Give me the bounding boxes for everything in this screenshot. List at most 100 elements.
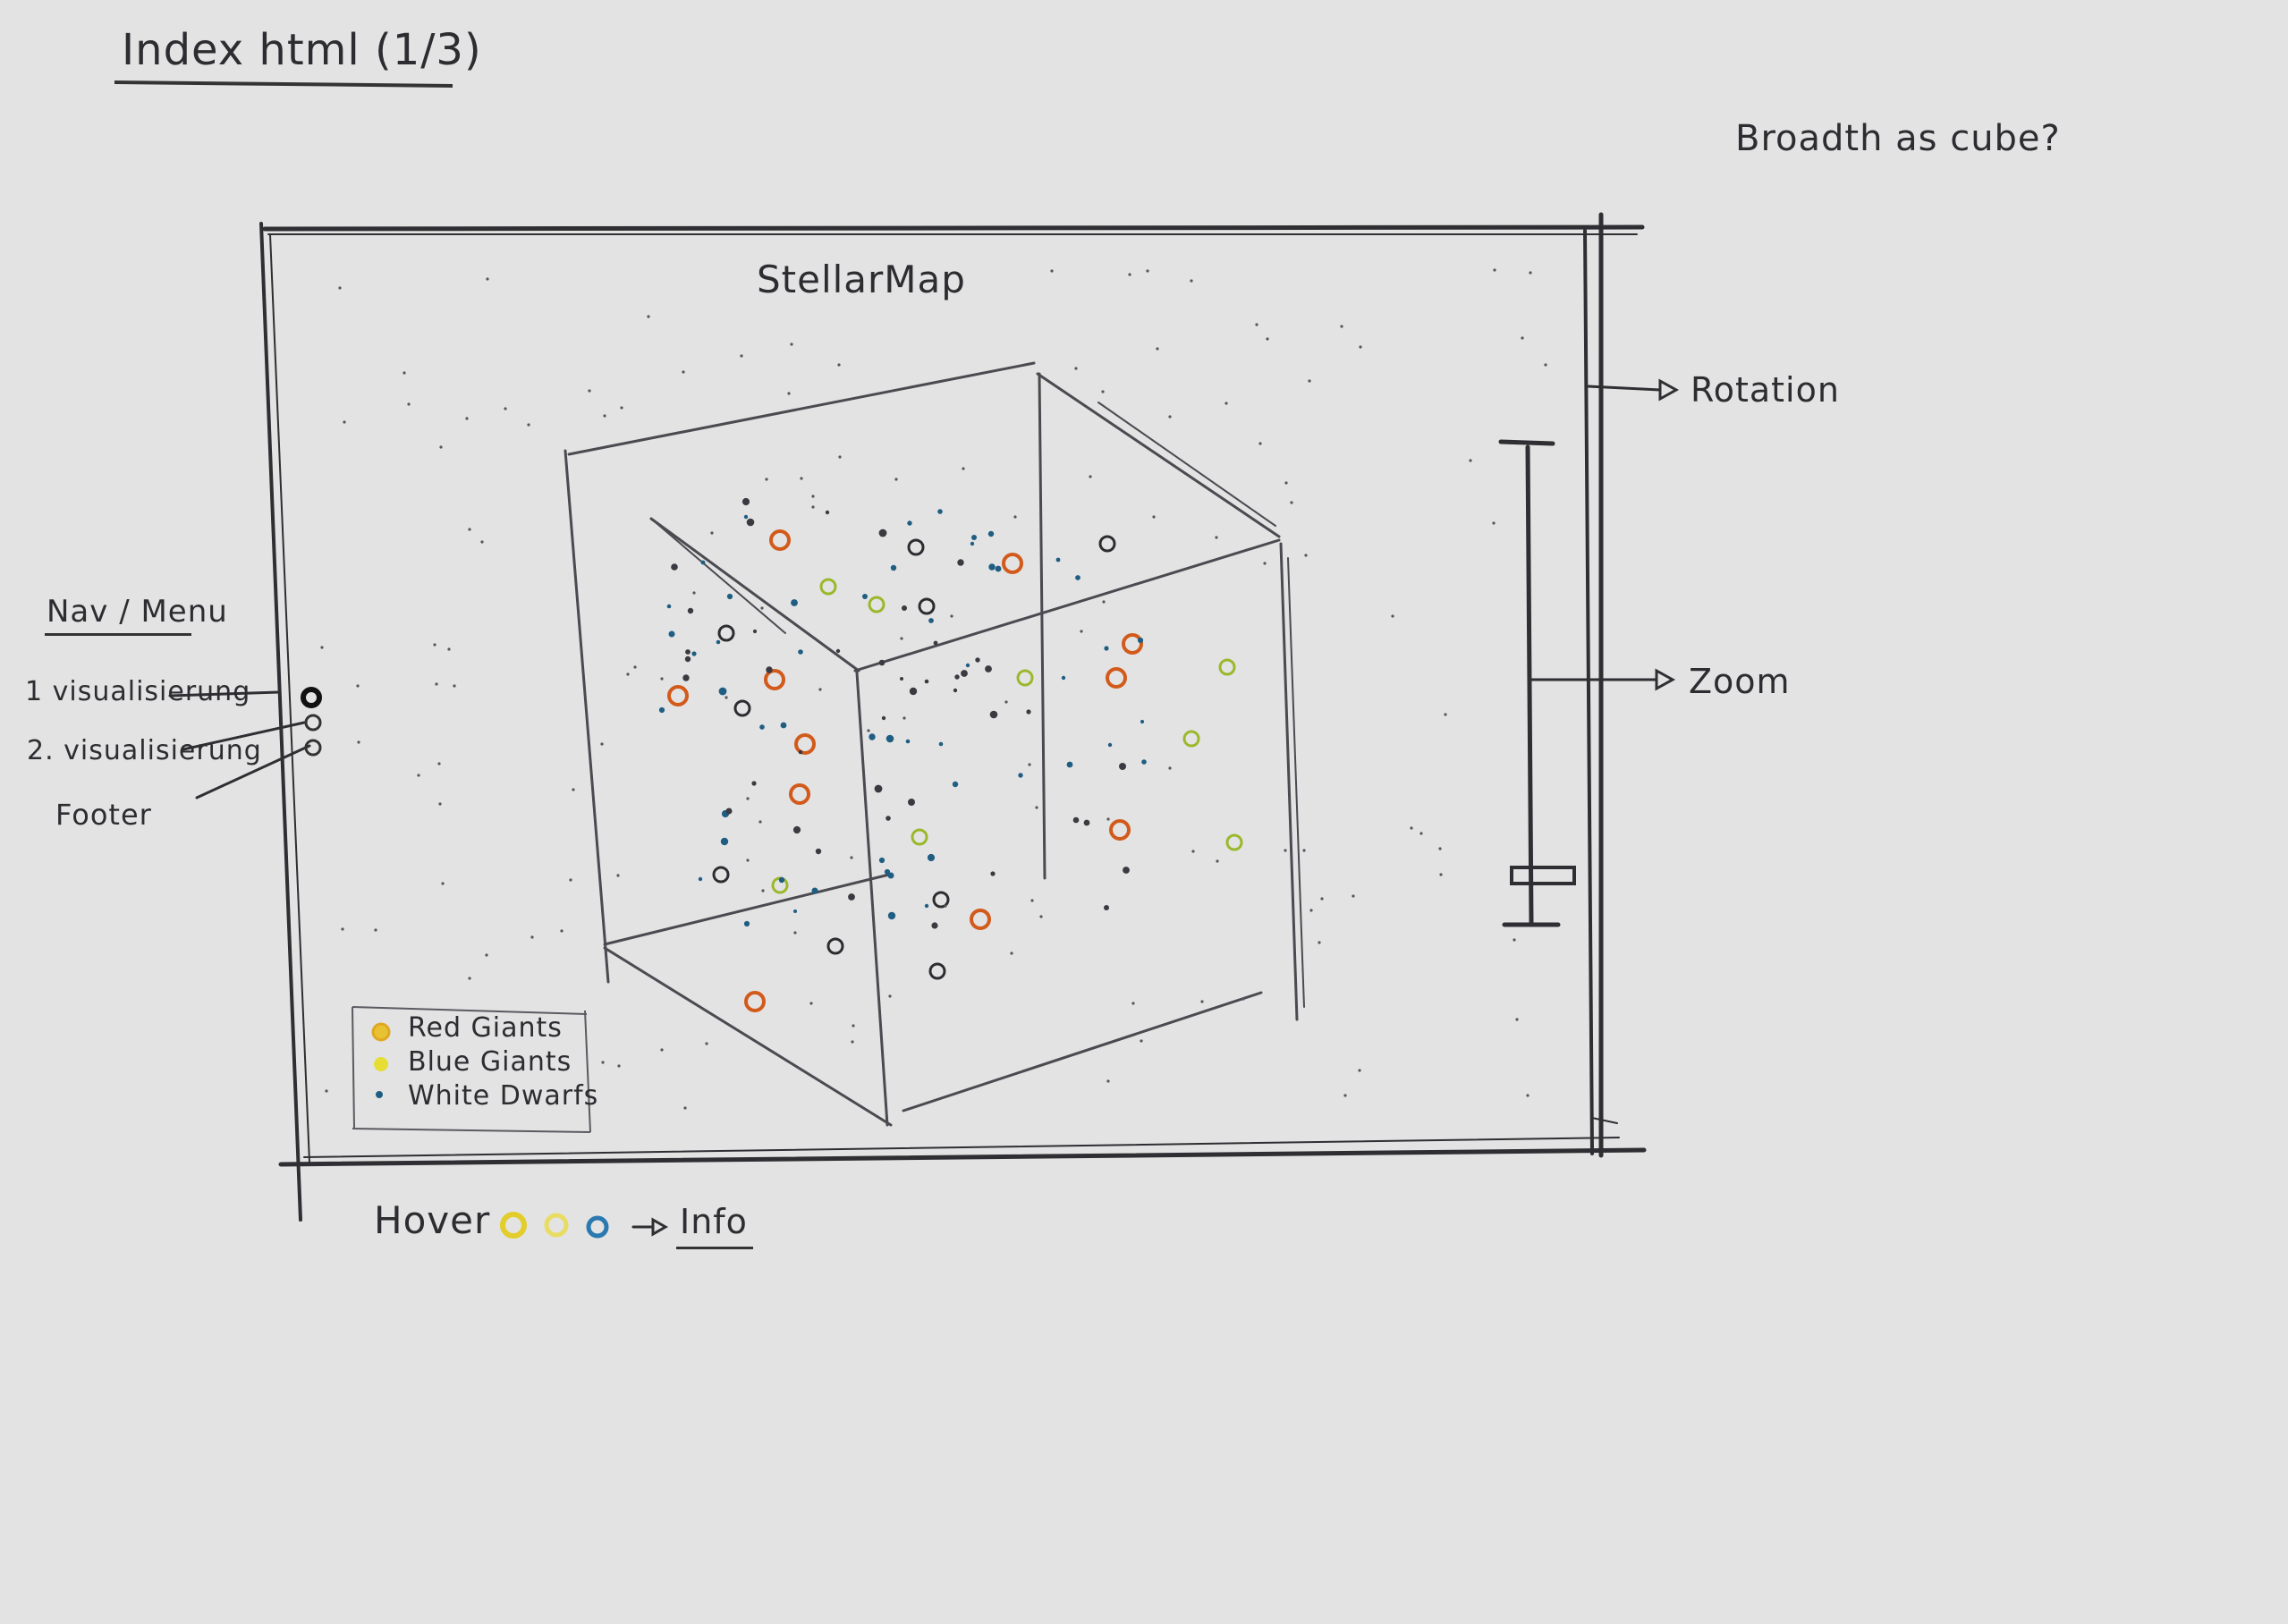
background-star bbox=[357, 740, 360, 744]
zoom-slider-sketch bbox=[1498, 439, 1576, 927]
hover-markers bbox=[500, 1212, 609, 1239]
star-marker bbox=[667, 685, 689, 706]
background-star bbox=[403, 371, 406, 375]
background-star bbox=[902, 716, 906, 720]
background-star bbox=[800, 477, 803, 480]
star-dot bbox=[995, 565, 1002, 572]
star-dot bbox=[971, 535, 977, 540]
star-marker bbox=[918, 597, 936, 615]
star-dot bbox=[716, 639, 721, 645]
star-dot bbox=[766, 666, 773, 673]
background-star bbox=[1284, 849, 1287, 852]
background-star bbox=[1190, 279, 1193, 283]
design-note: Broadth as cube? bbox=[1735, 118, 2061, 159]
star-dot bbox=[907, 520, 912, 526]
background-star bbox=[1050, 269, 1054, 273]
star-dot bbox=[953, 688, 958, 693]
star-dot bbox=[798, 649, 803, 655]
star-marker bbox=[1106, 667, 1127, 689]
star-dot bbox=[886, 734, 894, 743]
background-star bbox=[1004, 700, 1008, 704]
star-dot bbox=[668, 630, 675, 638]
star-dot bbox=[887, 872, 894, 879]
nav-menu-label: Nav / Menu bbox=[47, 594, 228, 630]
background-star bbox=[433, 643, 436, 647]
background-star bbox=[1320, 897, 1324, 901]
background-star bbox=[740, 354, 743, 358]
background-star bbox=[626, 672, 630, 676]
background-star bbox=[962, 467, 965, 470]
star-dot bbox=[1066, 761, 1073, 768]
background-star bbox=[725, 696, 728, 699]
star-dot bbox=[884, 868, 891, 875]
star-dot bbox=[778, 876, 785, 884]
background-star bbox=[1263, 562, 1267, 565]
background-star bbox=[1131, 1002, 1135, 1005]
background-star bbox=[617, 1064, 621, 1068]
star-dot bbox=[890, 564, 897, 571]
background-star bbox=[453, 684, 456, 688]
background-star bbox=[1101, 390, 1105, 393]
background-star bbox=[850, 856, 853, 859]
nav-item-footer[interactable]: Footer bbox=[55, 798, 152, 832]
star-marker bbox=[1002, 553, 1023, 574]
background-star bbox=[1266, 337, 1269, 341]
background-star bbox=[1318, 941, 1321, 944]
rotation-annotation: Rotation bbox=[1691, 370, 1840, 410]
background-star bbox=[435, 682, 438, 686]
star-dot bbox=[726, 593, 733, 600]
background-star bbox=[1515, 1018, 1519, 1021]
background-star bbox=[1469, 459, 1472, 462]
background-star bbox=[1241, 997, 1245, 1001]
star-dot bbox=[1055, 557, 1061, 562]
background-star bbox=[1419, 832, 1423, 835]
star-dot bbox=[725, 808, 733, 815]
star-marker bbox=[819, 578, 837, 596]
background-star bbox=[793, 931, 797, 935]
star-dot bbox=[900, 677, 903, 681]
background-star bbox=[944, 904, 947, 908]
star-dot bbox=[780, 722, 787, 729]
nav-item-visualisation-1[interactable]: 1 visualisierung bbox=[25, 676, 251, 707]
background-star bbox=[1444, 713, 1447, 716]
star-dot bbox=[1141, 759, 1147, 765]
star-marker bbox=[1122, 633, 1143, 655]
star-dot bbox=[752, 629, 758, 634]
star-cube bbox=[564, 361, 1305, 1127]
background-star bbox=[894, 478, 898, 481]
background-star bbox=[601, 1061, 605, 1064]
star-dot bbox=[878, 659, 886, 666]
background-star bbox=[438, 802, 442, 806]
star-dot bbox=[741, 497, 750, 506]
star-dot bbox=[970, 541, 975, 546]
star-dot bbox=[924, 903, 929, 909]
background-star bbox=[1438, 847, 1442, 850]
annotation-arrows bbox=[168, 378, 1680, 1237]
nav-item-visualisation-2[interactable]: 2. visualisierung bbox=[27, 735, 262, 766]
background-star bbox=[603, 414, 606, 418]
info-underline bbox=[676, 1247, 753, 1249]
star-dot bbox=[908, 799, 915, 806]
star-dot bbox=[874, 784, 883, 793]
background-star bbox=[1102, 600, 1106, 604]
star-dot bbox=[720, 837, 729, 846]
background-star bbox=[572, 788, 575, 791]
star-dot bbox=[1107, 742, 1113, 748]
background-star bbox=[1089, 475, 1092, 478]
background-star bbox=[468, 528, 471, 531]
background-star bbox=[1258, 442, 1262, 445]
background-star bbox=[811, 495, 815, 498]
background-star bbox=[1359, 345, 1362, 349]
background-star bbox=[1302, 849, 1306, 852]
background-star bbox=[1225, 402, 1228, 405]
background-star bbox=[809, 1002, 813, 1005]
star-dot bbox=[1018, 773, 1023, 778]
nav-dots bbox=[301, 687, 322, 757]
star-marker bbox=[1016, 669, 1034, 687]
star-dot bbox=[743, 514, 749, 520]
star-dot bbox=[909, 687, 918, 696]
zoom-annotation: Zoom bbox=[1689, 662, 1791, 701]
background-star bbox=[1358, 1069, 1361, 1072]
background-star bbox=[1074, 367, 1078, 370]
